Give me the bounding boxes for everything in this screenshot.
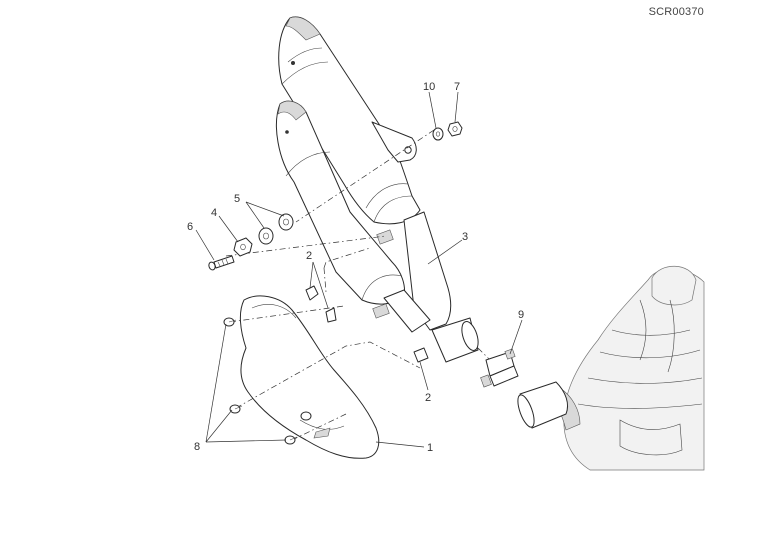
assembly-lines	[225, 129, 491, 441]
rivet-icon	[291, 61, 295, 65]
heat-shield	[239, 295, 380, 459]
screw-8-icon	[229, 404, 243, 414]
callout-1: 1	[427, 442, 433, 454]
callout-5: 5	[234, 193, 240, 205]
drawing-code: SCR00370	[648, 6, 704, 18]
bracket-hole-icon	[404, 146, 412, 154]
grommet-5-icon	[258, 227, 274, 245]
callout-3: 3	[462, 231, 468, 243]
callout-2-lower: 2	[425, 392, 431, 404]
callout-10: 10	[423, 81, 435, 93]
pipe-clip	[372, 303, 390, 319]
rivet-icon	[285, 130, 289, 134]
callout-2-upper: 2	[306, 250, 312, 262]
callout-7: 7	[454, 81, 460, 93]
grommet-5-icon	[278, 213, 294, 231]
callout-8: 8	[194, 441, 200, 453]
clip-2-icon	[305, 285, 319, 301]
spacer-4-icon	[233, 237, 253, 257]
shield-hole-icon	[300, 411, 312, 421]
nut-7-icon	[447, 121, 463, 137]
callout-numbers: 10 7 5 4 6 2 3 9 2 8 1	[187, 81, 524, 454]
engine-pipe	[517, 381, 569, 429]
clamp-9-icon	[480, 348, 519, 388]
callout-6: 6	[187, 221, 193, 233]
callout-9: 9	[518, 309, 524, 321]
silencer	[275, 16, 479, 363]
clip-2-icon	[325, 307, 337, 323]
screw-8-icon	[284, 435, 298, 445]
screw-8-icon	[223, 317, 237, 327]
washer-10-icon	[432, 127, 444, 141]
hardware	[208, 121, 519, 445]
leader-lines	[195, 91, 523, 448]
bolt-6-icon	[208, 255, 235, 271]
clip-2-icon	[413, 347, 429, 363]
pipe-clip	[376, 229, 394, 245]
engine-block	[547, 265, 705, 471]
callout-4: 4	[211, 207, 217, 219]
